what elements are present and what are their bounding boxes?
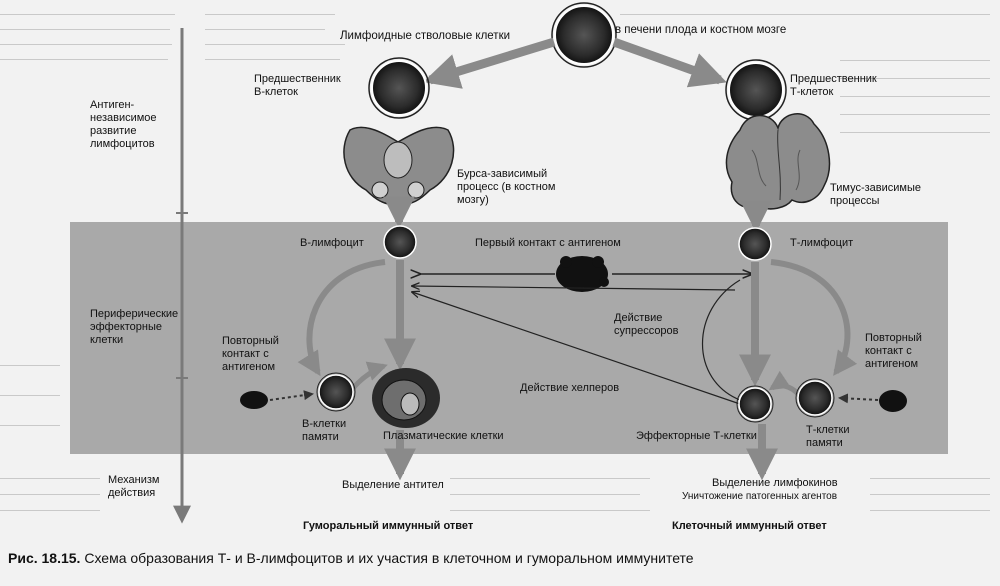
b-memory-cell: [318, 374, 354, 410]
arrow-stem-to-b: [423, 37, 556, 89]
plasma-cell: [372, 368, 440, 428]
label-thymus-process: Тимус-зависимые процессы: [830, 182, 921, 207]
t-memory-to-effector: [768, 370, 802, 398]
suppressor-line: [412, 286, 736, 291]
t-precursor-cell: [728, 62, 784, 118]
label-mechanism: Механизм действия: [108, 474, 160, 499]
left-antigen-arrow: [269, 390, 314, 401]
left-antigen: [240, 391, 268, 409]
label-repeat-contact-right: Повторный контакт с антигеном: [865, 332, 922, 370]
b-precursor-cell: [371, 60, 427, 116]
label-b-memory-cells: В-клетки памяти: [302, 418, 347, 443]
t-lymphocyte-cell: [738, 227, 772, 261]
label-t-memory-cells: Т-клетки памяти: [806, 424, 850, 449]
label-t-precursor: Предшественник Т-клеток: [790, 73, 877, 98]
label-b-lymphocyte: В-лимфоцит: [300, 237, 364, 249]
label-t-lymphocyte: Т-лимфоцит: [790, 237, 854, 249]
effector-t-cell: [738, 387, 772, 421]
t-memory-cell: [797, 380, 833, 416]
label-stem-cells: Лимфоидные стволовые клетки: [340, 30, 511, 42]
arrow-stem-to-t: [612, 37, 727, 88]
right-antigen-arrow: [838, 393, 879, 404]
suppressor-curve: [701, 279, 741, 401]
caption-text: Схема образования Т- и В-лимфоцитов и их…: [84, 550, 694, 566]
stem-cell: [554, 5, 614, 65]
stem-cell-ring: [551, 2, 617, 68]
thymus-illustration: [725, 113, 831, 210]
label-pathogen-destruction: Уничтожение патогенных агентов: [682, 491, 838, 502]
label-bursa-process: Бурса-зависимый процесс (в костном мозгу…: [457, 168, 556, 206]
peripheral-band: [70, 222, 948, 454]
t-memory-loop: [770, 259, 858, 376]
b-lymphocyte-cell: [383, 225, 417, 259]
label-lymphokine-secretion: Выделение лимфокинов: [712, 477, 838, 489]
label-peripheral-cells: Периферические эффекторные клетки: [90, 308, 179, 346]
label-helper-action: Действие хелперов: [520, 382, 620, 394]
b-memory-loop: [297, 259, 386, 377]
antigen-blob: [556, 256, 609, 292]
label-first-contact: Первый контакт с антигеном: [475, 237, 621, 249]
label-suppressor-action: Действие супрессоров: [614, 312, 679, 337]
caption-label: Рис. 18.15.: [8, 550, 81, 566]
label-antibody-secretion: Выделение антител: [342, 479, 444, 491]
label-repeat-contact-left: Повторный контакт с антигеном: [222, 335, 279, 373]
label-stem-location: в печени плода и костном мозге: [615, 24, 787, 36]
label-antigen-independent: Антиген-независимое развитие лимфоцитов: [90, 99, 157, 150]
label-plasma-cells: Плазматические клетки: [383, 430, 504, 442]
label-humoral-response: Гуморальный иммунный ответ: [303, 520, 474, 532]
label-b-precursor: Предшественник В-клеток: [254, 73, 341, 98]
right-antigen: [879, 390, 907, 412]
label-effector-t-cells: Эффекторные Т-клетки: [636, 430, 757, 442]
figure-caption: Рис. 18.15. Схема образования Т- и В-лим…: [8, 550, 694, 566]
label-cellular-response: Клеточный иммунный ответ: [672, 520, 827, 532]
pelvis-illustration: [343, 126, 455, 206]
helper-line: [412, 292, 741, 405]
